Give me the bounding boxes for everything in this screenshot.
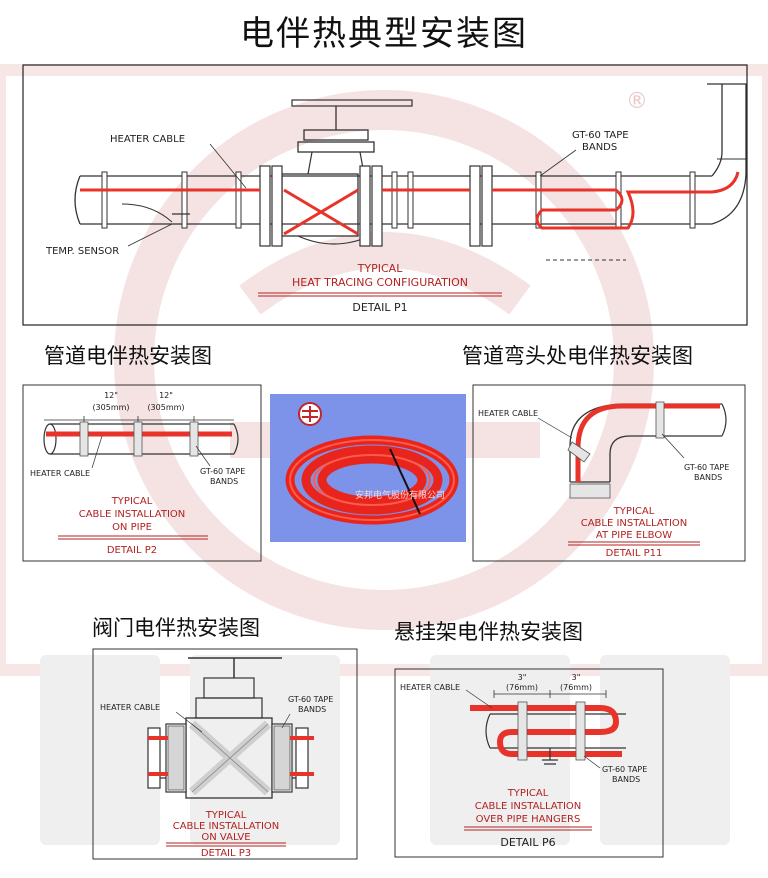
p6-dim2-mm: (76mm) [560,683,592,692]
p3-caption-3: ON VALVE [201,832,250,843]
p6-caption-2: CABLE INSTALLATION [475,801,582,812]
p2-caption-2: CABLE INSTALLATION [79,509,186,520]
p2-dim2: 12" [159,391,173,400]
p2-dim1-mm: (305mm) [92,403,129,412]
p1-tape-label-1: GT-60 TAPE [572,130,629,141]
p1-caption-2: HEAT TRACING CONFIGURATION [292,276,468,289]
p1-caption-1: TYPICAL [357,262,404,275]
p6-dim1-mm: (76mm) [506,683,538,692]
p1-tape-label-2: BANDS [582,142,617,153]
p1-temp-sensor-label: TEMP. SENSOR [45,246,119,257]
p6-tape-label-1: GT-60 TAPE [602,765,647,774]
p2-caption-1: TYPICAL [111,496,153,507]
p1-detail-label: DETAIL P1 [352,301,407,314]
p3-tape-label-2: BANDS [298,705,326,714]
p11-tape-label-2: BANDS [694,473,722,482]
p3-tape-label-1: GT-60 TAPE [288,695,333,704]
page-title: 电伴热典型安装图 [240,14,528,54]
p6-caption-3: OVER PIPE HANGERS [476,814,581,825]
section-valve-title: 阀门电伴热安装图 [92,616,260,640]
section-pipe-title: 管道电伴热安装图 [44,344,212,368]
p11-detail-label: DETAIL P11 [606,548,663,559]
anbang-logo-icon [298,402,322,426]
p1-heater-cable-label: HEATER CABLE [110,134,185,145]
p11-tape-label-1: GT-60 TAPE [684,463,729,472]
detail-p11-panel: HEATER CABLE GT-60 TAPE BANDS TYPICAL CA… [472,384,746,562]
p3-heater-cable-label: HEATER CABLE [100,703,160,712]
detail-p1-panel: HEATER CABLE TEMP. SENSOR GT-60 TAPE BAN… [22,64,748,326]
p11-caption-3: AT PIPE ELBOW [596,530,672,541]
detail-p2-panel: 12" (305mm) 12" (305mm) HEATER CABLE GT-… [22,384,262,562]
heater-cable-photo: 安邦电气股份有限公司 [270,394,466,542]
p2-dim1: 12" [104,391,118,400]
section-hanger-title: 悬挂架电伴热安装图 [394,620,583,644]
detail-p3-panel: HEATER CABLE GT-60 TAPE BANDS TYPICAL CA… [92,648,358,860]
p2-detail-label: DETAIL P2 [107,545,157,556]
p6-detail-label: DETAIL P6 [500,836,555,849]
p6-heater-cable-label: HEATER CABLE [400,683,460,692]
p11-caption-1: TYPICAL [613,506,655,517]
p2-dim2-mm: (305mm) [147,403,184,412]
p3-caption-1: TYPICAL [205,810,247,821]
p2-caption-3: ON PIPE [112,522,152,533]
p2-tape-label-2: BANDS [210,477,238,486]
p11-caption-2: CABLE INSTALLATION [581,518,688,529]
p3-caption-2: CABLE INSTALLATION [173,821,280,832]
p6-tape-label-2: BANDS [612,775,640,784]
p2-tape-label-1: GT-60 TAPE [200,467,245,476]
registered-mark: ® [626,89,648,114]
p6-caption-1: TYPICAL [507,788,549,799]
section-elbow-title: 管道弯头处电伴热安装图 [462,344,693,368]
p3-detail-label: DETAIL P3 [201,848,251,859]
detail-p6-panel: 3" (76mm) 3" (76mm) HEATER CABLE GT-60 T… [394,668,664,858]
p2-heater-cable-label: HEATER CABLE [30,469,90,478]
photo-caption: 安邦电气股份有限公司 [355,489,445,501]
p6-dim2: 3" [572,673,581,682]
p11-heater-cable-label: HEATER CABLE [478,409,538,418]
p6-dim1: 3" [518,673,527,682]
